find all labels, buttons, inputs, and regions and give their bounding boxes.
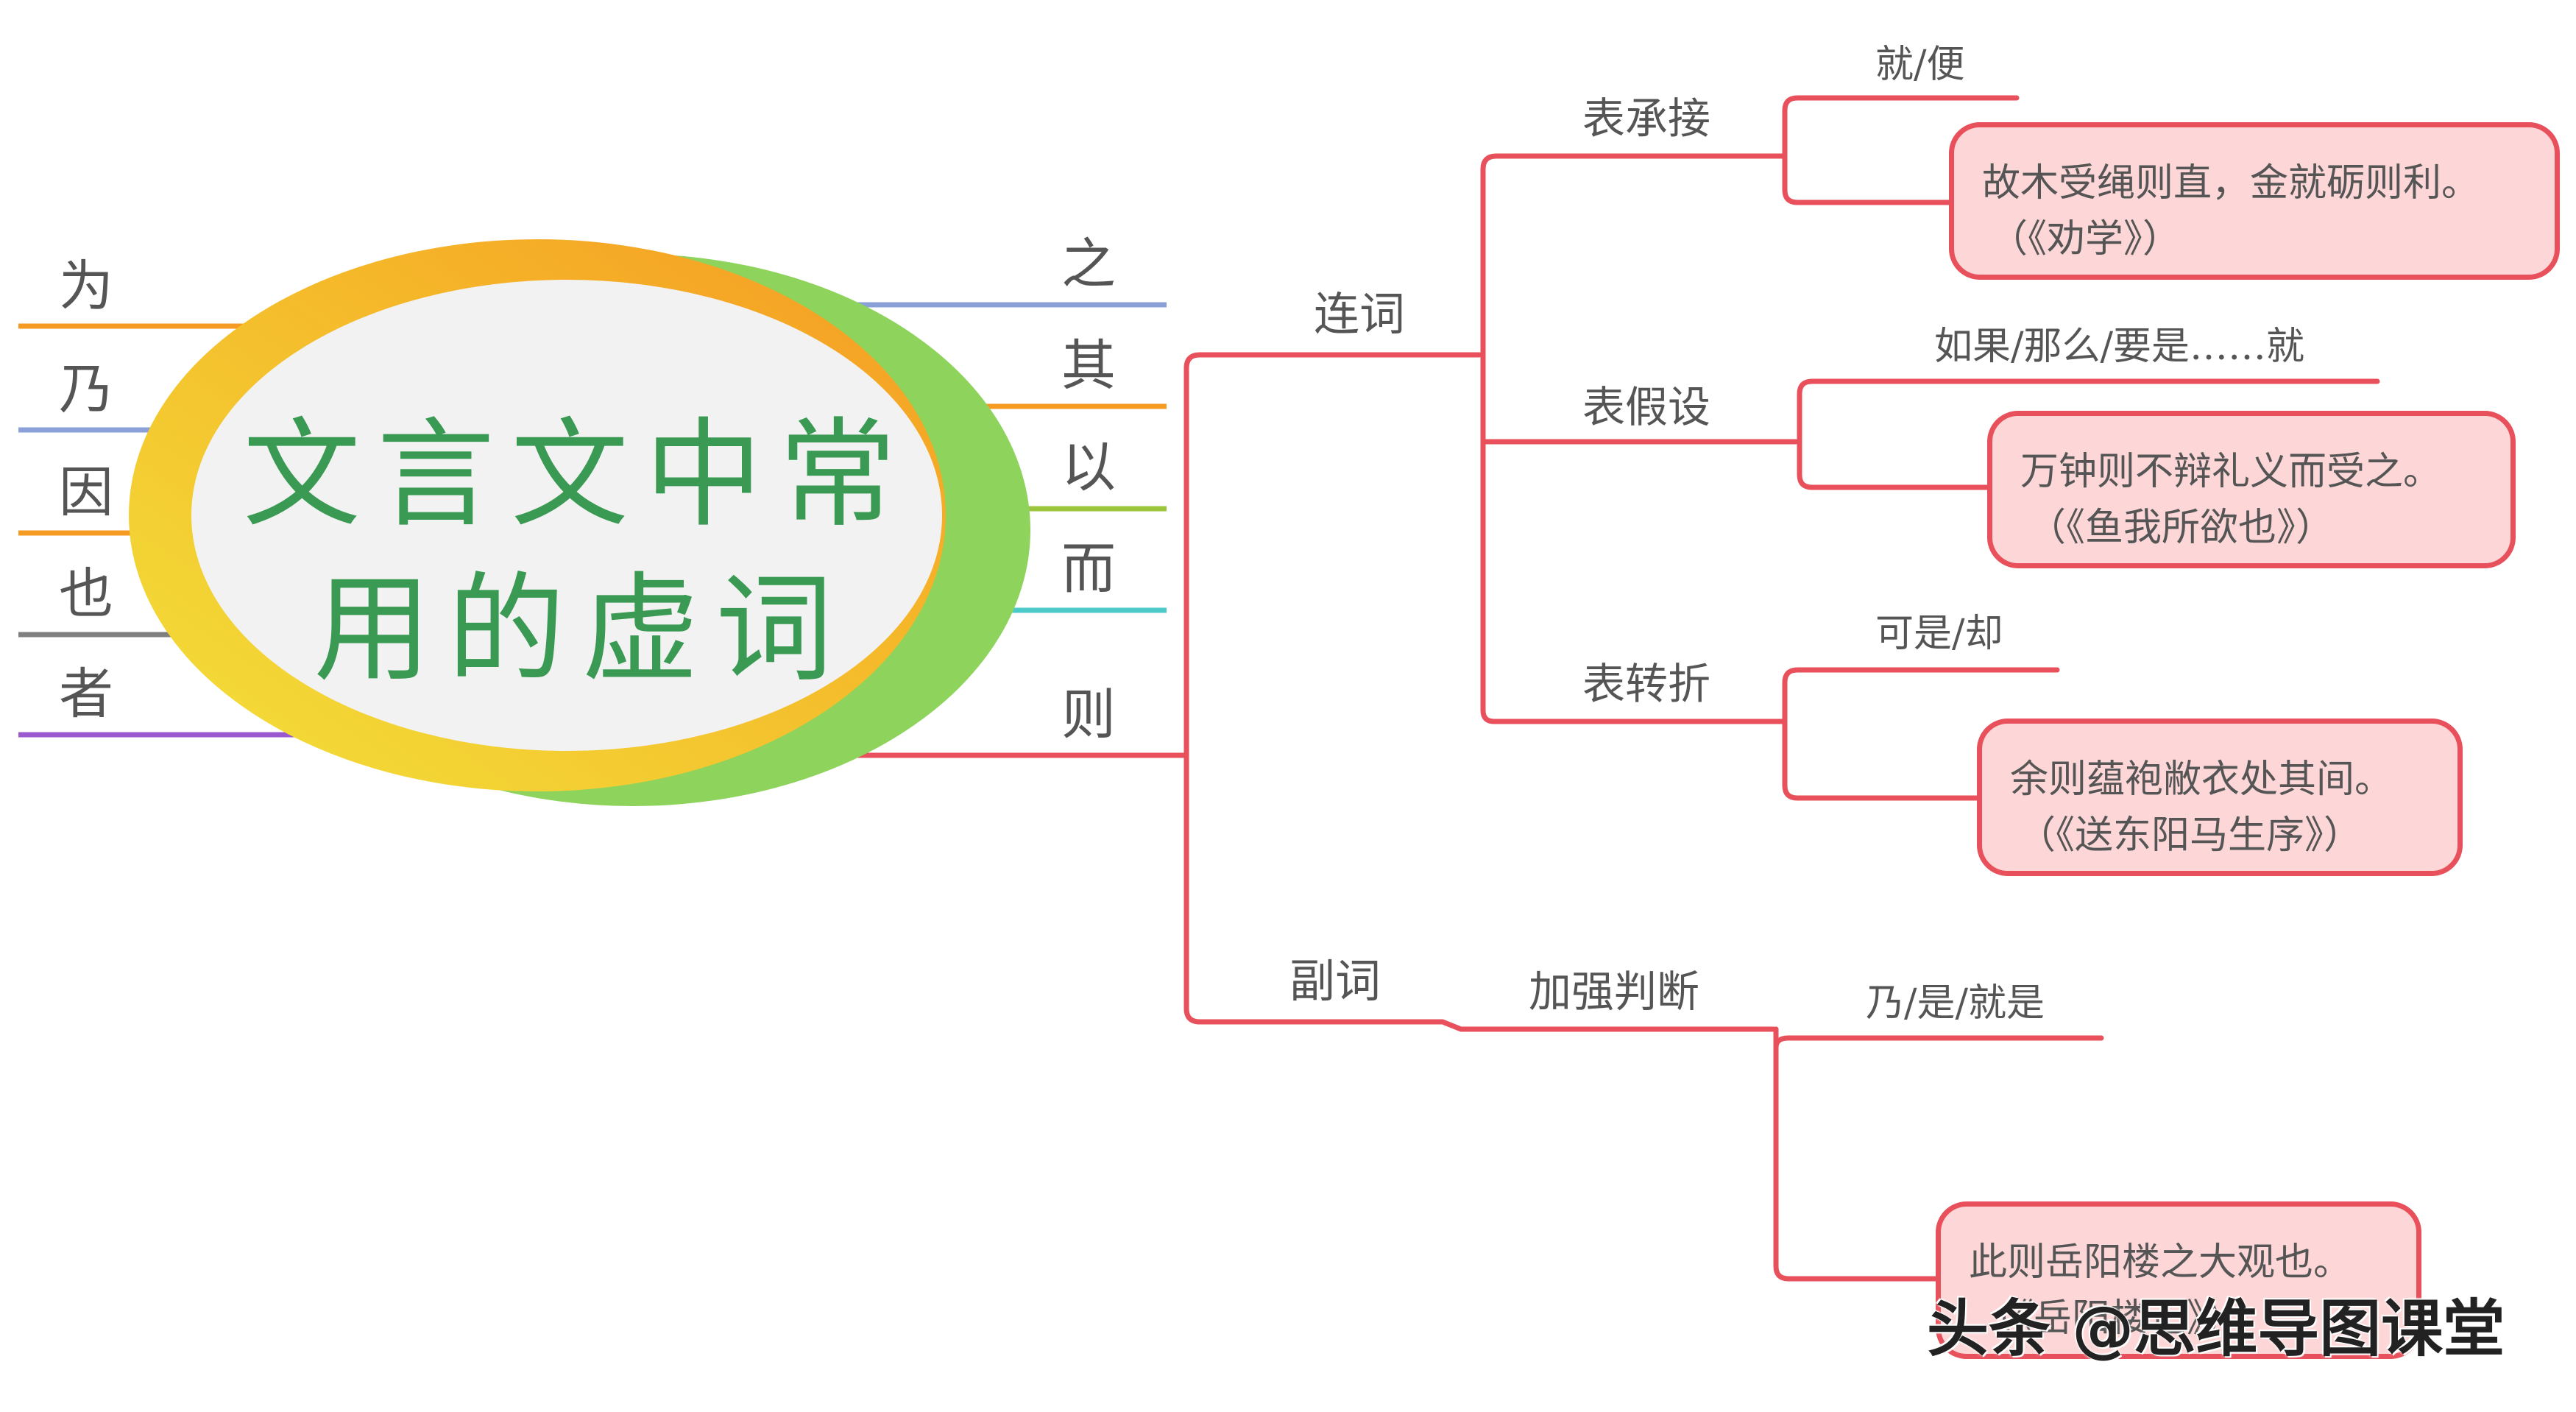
right-word-zhi: 之: [1061, 233, 1116, 296]
meaning-jiaqiangpanduan: 乃/是/就是: [1866, 981, 2045, 1026]
example-text: 余则蕴袍敝衣处其间。: [2010, 758, 2393, 802]
node-adverb: 副词: [1289, 954, 1381, 1008]
example-card-biaochengjie: 故木受绳则直，金就砺则利。 （《劝学》）: [1949, 122, 2560, 280]
watermark-text: 头条 @思维导图课堂: [1927, 1293, 2505, 1365]
example-text: 万钟则不辩礼义而受之。: [2020, 450, 2442, 494]
left-word-wei: 为: [59, 255, 113, 318]
central-topic-title: 文言文中常 用的虚词: [243, 398, 905, 707]
meaning-biaozhuanzhe: 可是/却: [1875, 612, 2003, 656]
right-word-er: 而: [1061, 537, 1116, 601]
example-source: （《鱼我所欲也》）: [2028, 506, 2335, 550]
example-card-biaozhuanzhe: 余则蕴袍敝衣处其间。 （《送东阳马生序》）: [1977, 719, 2463, 876]
left-word-ye: 也: [59, 562, 113, 626]
example-source: （《岳阳楼记》）: [1976, 1296, 2245, 1341]
node-biaozhuanzhe: 表转折: [1582, 659, 1711, 709]
node-biaojiashe: 表假设: [1582, 382, 1711, 432]
right-word-yi: 以: [1061, 436, 1116, 499]
right-word-ze: 则: [1061, 683, 1116, 746]
left-word-yin: 因: [59, 461, 113, 524]
example-source: （《送东阳马生序》）: [2017, 813, 2363, 858]
example-text: 此则岳阳楼之大观也。: [1969, 1240, 2352, 1285]
ze-branch-lines: [1183, 95, 2380, 1282]
central-topic-ellipse: [129, 239, 1030, 806]
right-word-qi: 其: [1061, 334, 1116, 398]
meaning-biaojiashe: 如果/那么/要是……就: [1934, 325, 2305, 369]
example-card-biaojiashe: 万钟则不辩礼义而受之。 （《鱼我所欲也》）: [1987, 411, 2516, 568]
title-line-2: 用的虚词: [314, 560, 850, 698]
title-line-1: 文言文中常: [243, 406, 913, 543]
node-biaochengjie: 表承接: [1582, 93, 1711, 144]
left-word-zhe: 者: [59, 663, 113, 726]
example-card-jiaqiangpanduan: 此则岳阳楼之大观也。 （《岳阳楼记》）: [1936, 1201, 2421, 1359]
node-conjunction: 连词: [1314, 287, 1406, 341]
meaning-biaochengjie: 就/便: [1875, 43, 1965, 87]
example-source: （《劝学》）: [1989, 217, 2182, 261]
node-jiaqiangpanduan: 加强判断: [1529, 967, 1700, 1017]
left-word-nai: 乃: [59, 358, 113, 421]
example-text: 故木受绳则直，金就砺则利。: [1982, 161, 2480, 205]
